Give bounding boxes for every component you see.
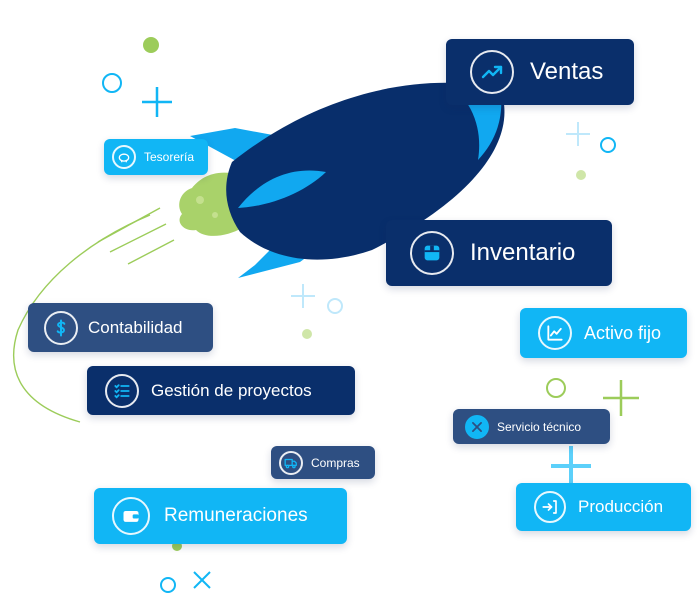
decor-ring	[600, 137, 616, 153]
module-remuneraciones[interactable]: Remuneraciones	[94, 488, 347, 544]
speed-line	[127, 239, 175, 265]
box-icon	[410, 231, 454, 275]
decor-ring	[160, 577, 176, 593]
module-label: Tesorería	[144, 150, 195, 164]
module-activo-fijo[interactable]: Activo fijo	[520, 308, 687, 358]
module-label: Ventas	[530, 58, 604, 85]
module-tesoreria[interactable]: Tesorería	[104, 139, 208, 175]
decor-ring	[102, 73, 122, 93]
module-label: Producción	[578, 497, 664, 516]
module-ventas[interactable]: Ventas	[446, 39, 634, 105]
decor-x	[193, 571, 211, 589]
module-contabilidad[interactable]: Contabilidad	[28, 303, 213, 352]
decor-plus	[291, 284, 315, 308]
flame-spark	[212, 212, 218, 218]
module-label: Remuneraciones	[164, 505, 308, 526]
sign-in-icon	[534, 491, 566, 523]
module-label: Compras	[311, 455, 360, 470]
dollar-icon	[44, 310, 78, 345]
module-compras[interactable]: Compras	[271, 446, 375, 479]
truck-icon	[279, 450, 303, 475]
module-label: Activo fijo	[584, 322, 662, 343]
wallet-icon	[112, 497, 150, 535]
checklist-icon	[105, 373, 139, 408]
piggy-bank-icon	[112, 145, 136, 169]
decor-plus	[551, 446, 591, 486]
decor-ring	[327, 298, 343, 314]
decor-dot	[576, 170, 586, 180]
module-produccion[interactable]: Producción	[516, 483, 691, 531]
rocket-body	[226, 82, 505, 260]
module-label: Servicio técnico	[497, 419, 582, 434]
decor-plus	[603, 380, 639, 416]
module-label: Gestión de proyectos	[151, 380, 312, 400]
decor-dot	[302, 329, 312, 339]
speed-line	[109, 223, 167, 253]
decor-plus	[566, 122, 590, 146]
flame-spark	[196, 196, 204, 204]
module-inventario[interactable]: Inventario	[386, 220, 612, 286]
tools-icon	[465, 414, 489, 439]
module-gestion-proyectos[interactable]: Gestión de proyectos	[87, 366, 355, 415]
speed-line	[97, 207, 161, 243]
rocket-side-fin	[238, 170, 326, 208]
decor-ring	[546, 378, 566, 398]
decor-plus	[142, 87, 172, 117]
trend-up-icon	[470, 50, 514, 94]
line-chart-icon	[538, 316, 572, 350]
module-servicio-tecnico[interactable]: Servicio técnico	[453, 409, 610, 444]
module-label: Inventario	[470, 239, 576, 266]
module-label: Contabilidad	[88, 317, 183, 337]
decor-dot	[143, 37, 159, 53]
